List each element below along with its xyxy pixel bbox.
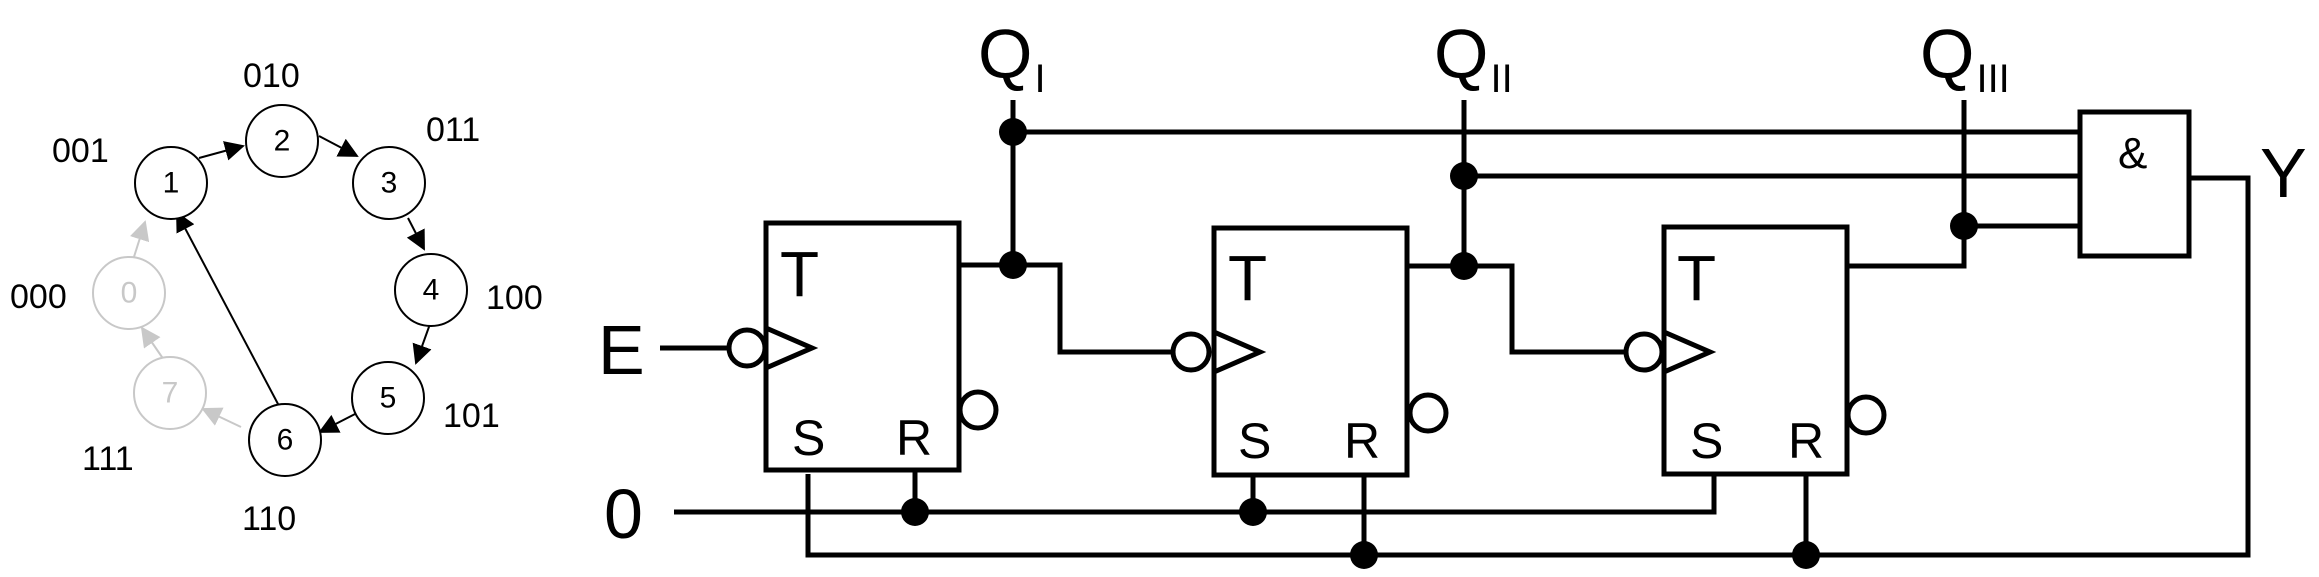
- state-number-0: 0: [121, 277, 138, 310]
- flipflop-3-set-label: S: [1690, 413, 1723, 469]
- state-number-4: 4: [423, 274, 440, 307]
- q-labels: QI QII QIII: [978, 15, 2010, 101]
- flipflop-1: T S R: [726, 220, 999, 473]
- q3-label: QIII: [1920, 15, 2010, 101]
- input-label-e: E: [598, 311, 645, 389]
- state-node-7: [133, 356, 207, 430]
- flipflop-3: T S R: [1623, 224, 1887, 477]
- q1-label-main: Q: [978, 15, 1032, 93]
- transition-2-3: [318, 135, 359, 157]
- junction-q2-top: [1450, 162, 1478, 190]
- state-code-5: 101: [443, 397, 500, 435]
- transition-1-2: [198, 141, 245, 161]
- flipflop-2-body: [1211, 225, 1410, 478]
- flipflop-3-qbar-bubble: [1845, 394, 1887, 436]
- junction-q2-output: [1450, 252, 1478, 280]
- q-wiring: [959, 100, 2080, 355]
- junctions: [901, 118, 1978, 569]
- q2-label: QII: [1434, 15, 1513, 101]
- q1-label-sub: I: [1034, 57, 1045, 101]
- q3-label-sub: III: [1976, 57, 2009, 101]
- state-number-1: 1: [163, 167, 180, 200]
- flipflop-1-set-label: S: [792, 410, 825, 466]
- state-node-3: [352, 146, 426, 220]
- output-label-y: Y: [2260, 134, 2307, 212]
- transition-3-4: [406, 217, 425, 251]
- flipflop-3-type-label: T: [1677, 242, 1716, 314]
- flipflop-3-reset-label: R: [1788, 413, 1824, 469]
- junction-feedback-ff3: [1792, 541, 1820, 569]
- state-number-6: 6: [277, 424, 294, 457]
- transition-4-5: [412, 323, 432, 365]
- junction-q1-output: [999, 251, 1027, 279]
- q3-label-main: Q: [1920, 15, 1974, 93]
- flipflop-2-type-label: T: [1228, 242, 1267, 314]
- junction-zero-ff1: [901, 498, 929, 526]
- junction-q1-top: [999, 118, 1027, 146]
- reset-feedback-wire: [805, 175, 2251, 558]
- q2-label-main: Q: [1434, 15, 1488, 93]
- state-node-2: [245, 104, 319, 178]
- transition-6-1: [176, 211, 279, 405]
- state-node-0: [92, 256, 166, 330]
- state-node-6: [248, 403, 322, 477]
- transition-0-1: [130, 220, 150, 261]
- flipflop-1-clock-inverter: [726, 327, 768, 369]
- zero-line-wire: [674, 474, 1717, 515]
- junction-q3-top: [1950, 212, 1978, 240]
- state-code-3: 011: [426, 111, 480, 149]
- state-code-0: 000: [10, 278, 67, 316]
- flipflop-1-qbar-bubble: [957, 389, 999, 431]
- and-gate: &: [2077, 109, 2192, 259]
- q2-label-sub: II: [1490, 57, 1512, 101]
- flipflop-3-clock-triangle: [1663, 329, 1717, 375]
- flipflop-1-type-label: T: [780, 238, 819, 310]
- state-number-7: 7: [162, 377, 179, 410]
- flipflop-1-reset-label: R: [896, 410, 932, 466]
- flipflop-3-clock-inverter: [1623, 331, 1665, 373]
- state-transitions: [130, 135, 432, 433]
- and-gate-body: [2077, 109, 2192, 259]
- state-code-2: 010: [243, 57, 300, 95]
- flipflop-2: T S R: [1170, 225, 1449, 478]
- and-gate-label: &: [2118, 129, 2147, 178]
- q1-label: QI: [978, 15, 1046, 101]
- flipflop-1-clock-triangle: [765, 325, 819, 371]
- circuit: E 0 T S R T S R: [598, 15, 2307, 569]
- transition-5-6: [318, 412, 358, 433]
- transition-6-7: [201, 407, 242, 428]
- state-number-3: 3: [381, 167, 398, 200]
- state-code-6: 110: [242, 500, 296, 538]
- state-node-5: [351, 361, 425, 435]
- transition-7-0: [140, 326, 165, 361]
- state-number-2: 2: [274, 125, 291, 158]
- junction-zero-ff2: [1239, 498, 1267, 526]
- state-node-4: [394, 253, 468, 327]
- flipflop-2-clock-inverter: [1170, 331, 1212, 373]
- q2-output-wire: [1407, 263, 1626, 355]
- state-code-1: 001: [52, 132, 109, 170]
- q3-output-wire: [1847, 100, 1967, 269]
- state-node-1: [134, 146, 208, 220]
- state-number-5: 5: [380, 382, 397, 415]
- state-code-4: 100: [486, 279, 543, 317]
- junction-feedback-ff2: [1350, 541, 1378, 569]
- zero-input-label: 0: [604, 475, 643, 553]
- flipflop-2-reset-label: R: [1344, 413, 1380, 469]
- flipflop-2-set-label: S: [1238, 413, 1271, 469]
- q1-output-wire: [959, 262, 1173, 355]
- state-code-7: 111: [82, 440, 134, 478]
- flipflop-2-clock-triangle: [1213, 329, 1267, 375]
- flipflop-2-qbar-bubble: [1407, 392, 1449, 434]
